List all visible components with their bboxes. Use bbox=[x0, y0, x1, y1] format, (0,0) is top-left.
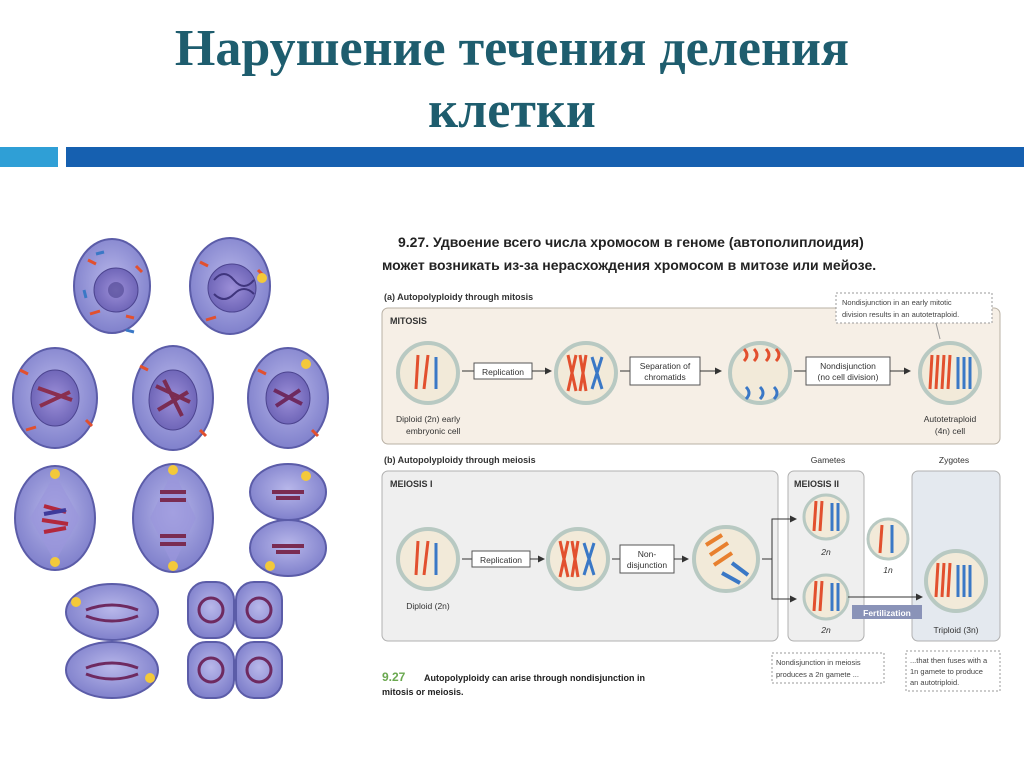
zygote-triploid bbox=[924, 549, 988, 613]
meiosis-step-replication-label: Replication bbox=[480, 555, 522, 565]
meiosis-arrow-down bbox=[771, 559, 797, 603]
cell-prophase-1 bbox=[12, 347, 98, 449]
cell-anaphase bbox=[132, 463, 214, 573]
mitosis-note-line1: Nondisjunction in an early mitotic bbox=[842, 298, 952, 307]
cell-prophase-2 bbox=[132, 345, 214, 451]
mitosis-step-separation-line1: Separation of bbox=[640, 361, 691, 371]
mitosis-note bbox=[835, 292, 993, 324]
cell-metaphase bbox=[14, 465, 96, 571]
part-b-label: (b) Autopolyploidy through meiosis bbox=[384, 455, 536, 465]
gametes-label: Gametes bbox=[811, 455, 846, 465]
mitosis-end-caption-1: Autotetraploid bbox=[924, 414, 977, 424]
mitosis-label: MITOSIS bbox=[390, 316, 427, 326]
gamete-haploid bbox=[866, 517, 910, 561]
meiosis-note-left-line1: Nondisjunction in meiosis bbox=[776, 658, 861, 667]
part-a-label: (a) Autopolyploidy through mitosis bbox=[384, 292, 533, 302]
meiosis1-label: MEIOSIS I bbox=[390, 479, 433, 489]
slide-title: Нарушение течения деления клетки bbox=[0, 18, 1024, 142]
zygote-caption: Triploid (3n) bbox=[933, 625, 978, 635]
meiosis-step-nondisjunction-line2: disjunction bbox=[627, 560, 667, 570]
meiosis-note-right-line3: an autotriploid. bbox=[910, 678, 959, 687]
mitosis-step-separation-line2: chromatids bbox=[644, 372, 686, 382]
caption-line2: mitosis or meiosis. bbox=[382, 687, 464, 697]
meiosis-arrow-up bbox=[762, 515, 797, 560]
caption-line1: Autopolyploidy can arise through nondisj… bbox=[424, 673, 645, 683]
meiosis-cell-replicated bbox=[546, 527, 610, 591]
cell-interphase-1 bbox=[73, 238, 151, 334]
cell-prophase-3 bbox=[247, 347, 329, 449]
cell-cytokinesis-1 bbox=[65, 583, 159, 699]
mitosis-step-nondisjunction-line1: Nondisjunction bbox=[820, 361, 876, 371]
mitosis-end-caption-2: (4n) cell bbox=[935, 426, 965, 436]
header-bar-light bbox=[0, 147, 58, 167]
slide-title-line1: Нарушение течения деления bbox=[174, 20, 850, 77]
gamete-top-label: 2n bbox=[820, 547, 831, 557]
meiosis-note-right-line2: 1n gamete to produce bbox=[910, 667, 983, 676]
mitosis-step-replication-label: Replication bbox=[482, 367, 524, 377]
meiosis-cell-diploid bbox=[396, 527, 460, 591]
gamete-bottom bbox=[802, 573, 850, 621]
slide-title-line2: клетки bbox=[428, 82, 596, 139]
fertilization-tag bbox=[852, 605, 922, 619]
cell-division-illustration bbox=[12, 237, 329, 699]
cell-interphase-2 bbox=[189, 237, 271, 335]
meiosis-note-left bbox=[771, 652, 885, 684]
gamete-top bbox=[802, 493, 850, 541]
gamete-bottom-label: 2n bbox=[820, 625, 831, 635]
figure-heading-line2: может возникать из-за нерасхождения хром… bbox=[382, 257, 876, 273]
mitosis-start-caption-2: embryonic cell bbox=[406, 426, 460, 436]
mitosis-cell-replicated bbox=[554, 341, 618, 405]
zygotes-label: Zygotes bbox=[939, 455, 969, 465]
header-bar-dark bbox=[66, 147, 1024, 167]
mitosis-note-line2: division results in an autotetraploid. bbox=[842, 310, 959, 319]
gamete-haploid-label: 1n bbox=[883, 565, 893, 575]
meiosis2-label: MEIOSIS II bbox=[794, 479, 839, 489]
mitosis-step-separation bbox=[629, 356, 701, 386]
mitosis-start-caption-1: Diploid (2n) early bbox=[396, 414, 461, 424]
meiosis-step-nondisjunction bbox=[619, 544, 675, 574]
cell-telophase bbox=[249, 463, 327, 577]
meiosis-cell-nondisjunction bbox=[692, 525, 760, 593]
meiosis-start-caption: Diploid (2n) bbox=[406, 601, 450, 611]
mitosis-cell-separating bbox=[728, 341, 792, 405]
caption-number: 9.27 bbox=[382, 670, 406, 684]
meiosis-note-right bbox=[905, 650, 1001, 692]
autopolyploidy-figure: 9.27. Удвоение всего числа хромосом в ге… bbox=[381, 234, 1001, 697]
meiosis-note-right-line1: ...that then fuses with a bbox=[910, 656, 988, 665]
meiosis-note-left-line2: produces a 2n gamete ... bbox=[776, 670, 859, 679]
mitosis-step-nondisjunction-line2: (no cell division) bbox=[818, 372, 879, 382]
mitosis-cell-autotetraploid bbox=[918, 341, 982, 405]
mitosis-note-pointer bbox=[935, 322, 941, 340]
figure-heading-line1: 9.27. Удвоение всего числа хромосом в ге… bbox=[398, 234, 864, 250]
cell-cytokinesis-2 bbox=[187, 581, 283, 699]
fertilization-label: Fertilization bbox=[863, 608, 911, 618]
meiosis-step-nondisjunction-line1: Non- bbox=[638, 549, 657, 559]
mitosis-cell-diploid bbox=[396, 341, 460, 405]
